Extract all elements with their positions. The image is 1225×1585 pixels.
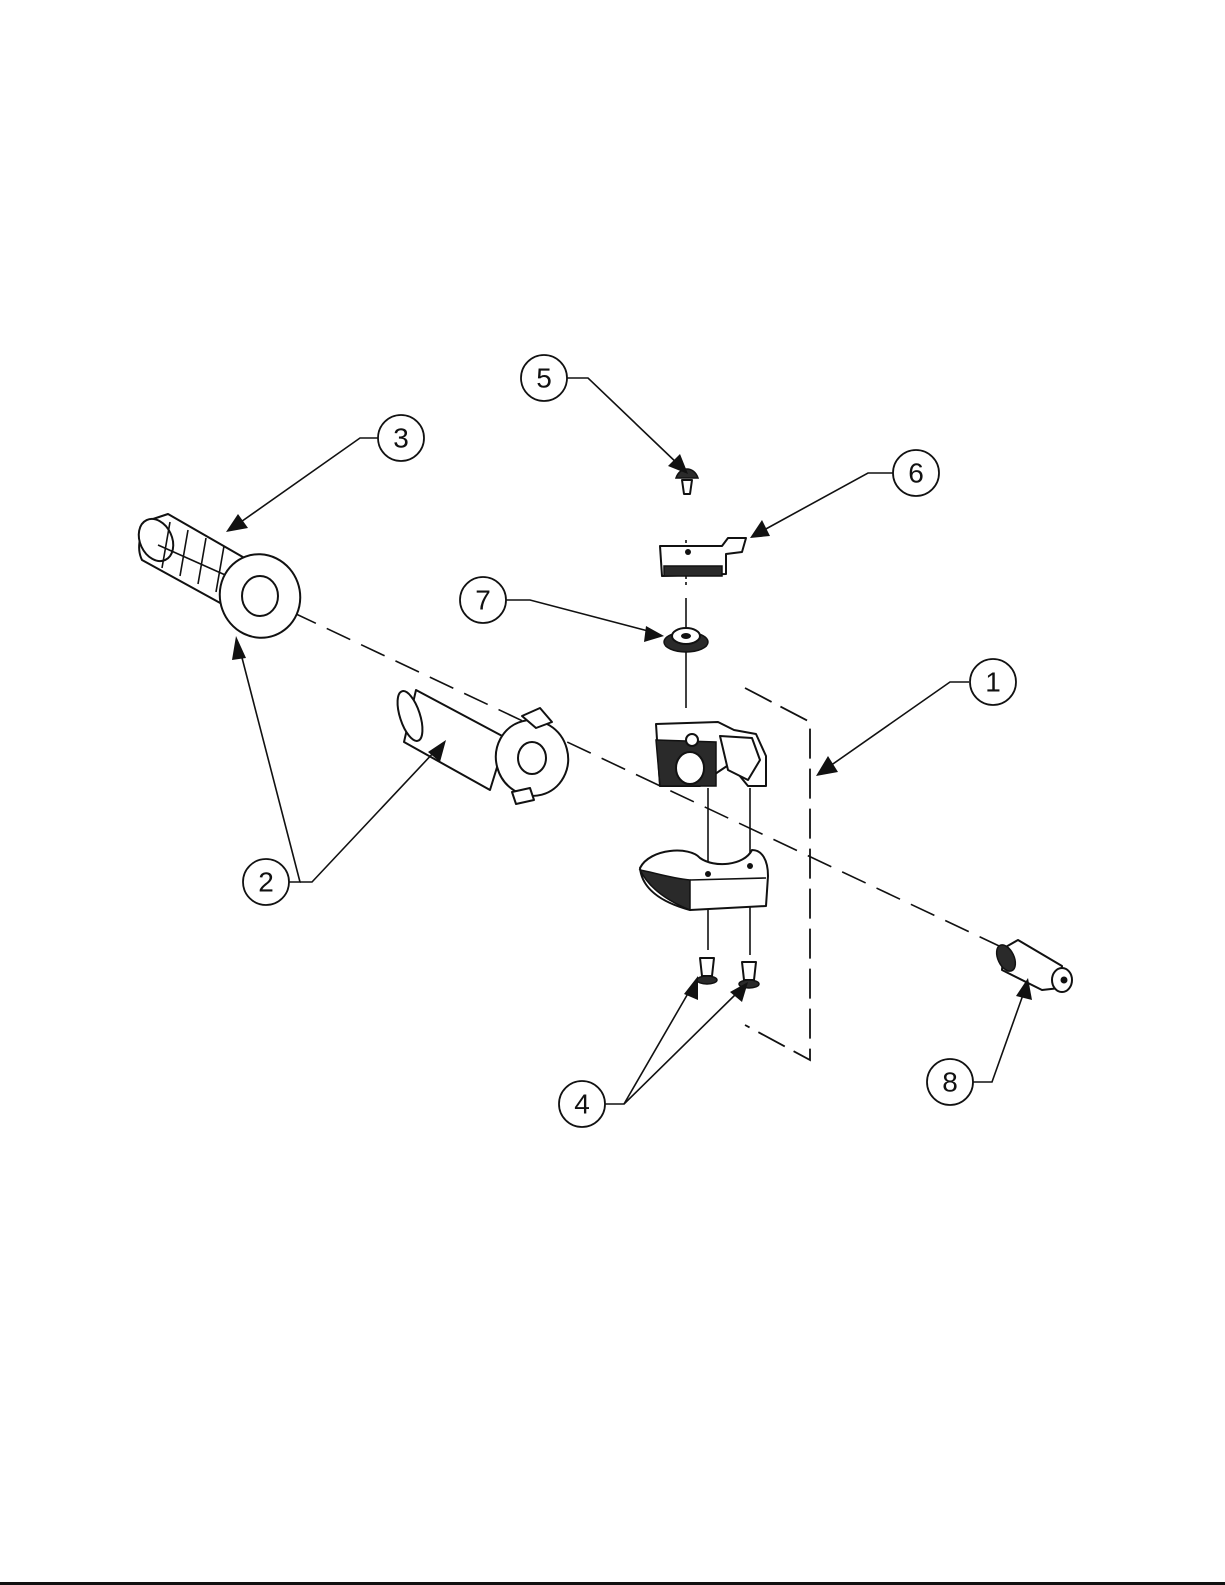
throttle-tube-part <box>392 688 576 804</box>
bar-end-part <box>993 940 1072 992</box>
callout-6-number: 6 <box>908 458 924 489</box>
callout-2-number: 2 <box>258 867 274 898</box>
callout-4: 4 <box>559 1081 605 1127</box>
callout-5: 5 <box>521 355 567 401</box>
lower-clamp-part <box>640 850 768 910</box>
callout-7-number: 7 <box>475 585 491 616</box>
callout-3-number: 3 <box>393 423 409 454</box>
callout-4-number: 4 <box>574 1089 590 1120</box>
callout-3: 3 <box>378 415 424 461</box>
callout-2: 2 <box>243 859 289 905</box>
upper-housing-part <box>656 722 766 786</box>
assembly-axis <box>258 540 1050 970</box>
callout-1-number: 1 <box>985 667 1001 698</box>
bushing-part <box>664 628 708 652</box>
callout-1: 1 <box>970 659 1016 705</box>
callout-5-number: 5 <box>536 363 552 394</box>
cover-plate-part <box>660 538 746 576</box>
callout-8-number: 8 <box>942 1067 958 1098</box>
callout-7: 7 <box>460 577 506 623</box>
grip-part <box>132 513 312 649</box>
screws-part-4 <box>697 958 759 988</box>
callout-6: 6 <box>893 450 939 496</box>
callout-8: 8 <box>927 1059 973 1105</box>
